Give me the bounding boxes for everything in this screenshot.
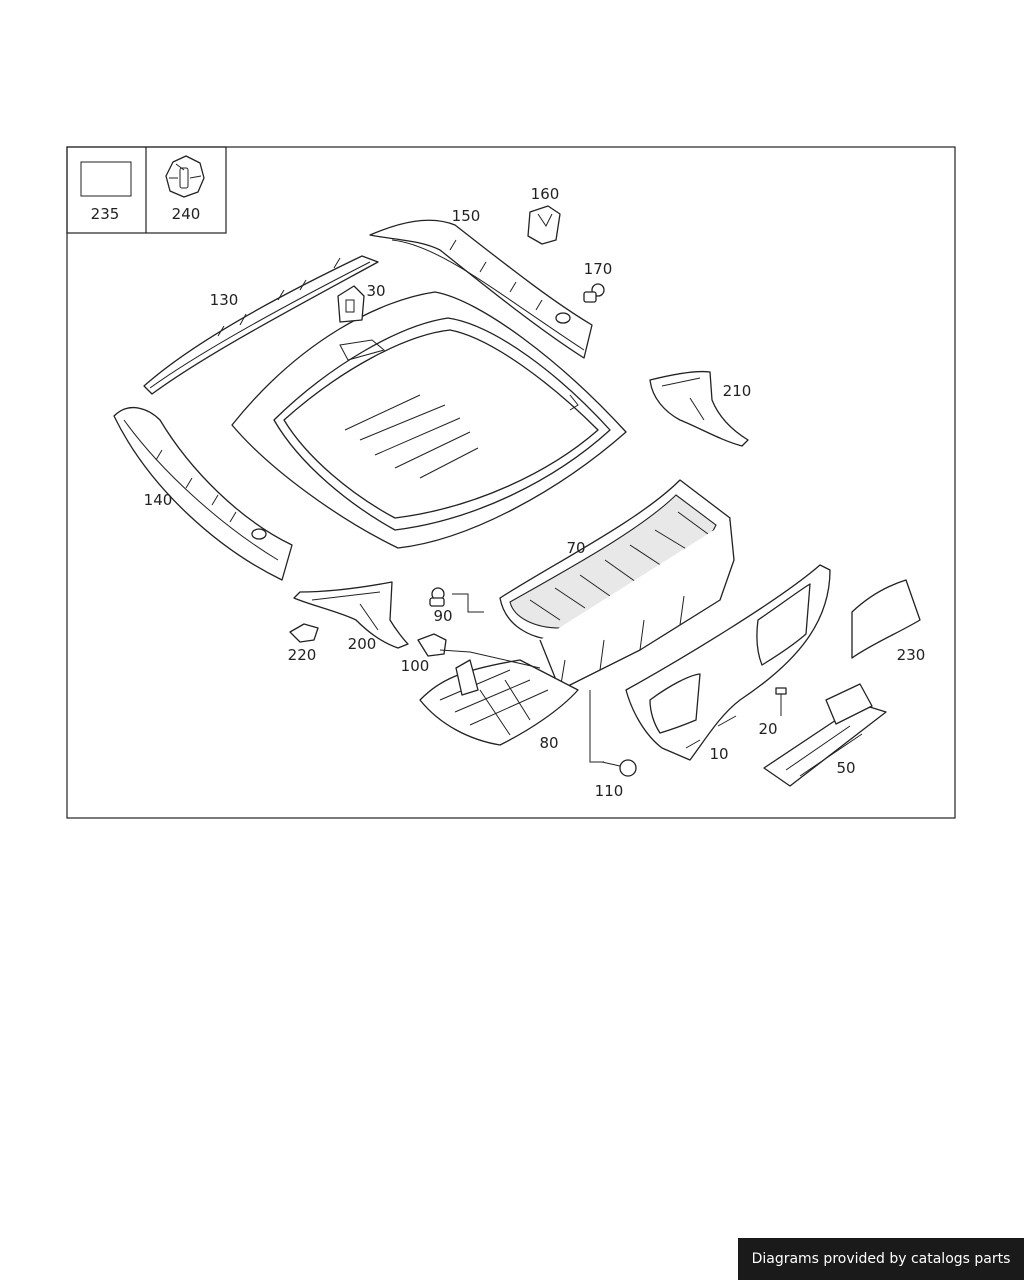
part-230-panel bbox=[851, 579, 921, 659]
part-10-panel bbox=[625, 564, 831, 761]
part-110-screw bbox=[601, 759, 637, 777]
part-220-pin bbox=[289, 623, 319, 643]
part-130-rail bbox=[143, 255, 379, 395]
part-30-bracket bbox=[337, 285, 365, 323]
part-210-trim bbox=[649, 370, 749, 447]
part-140-rail bbox=[113, 406, 293, 581]
label-part-220: 220 bbox=[288, 646, 317, 664]
part-100-clip bbox=[417, 633, 447, 657]
legend-240-clip-icon bbox=[165, 155, 205, 198]
label-part-150: 150 bbox=[452, 207, 481, 225]
diagram-frame bbox=[66, 146, 956, 819]
label-part-100: 100 bbox=[401, 657, 430, 675]
legend-label-235: 235 bbox=[91, 205, 120, 223]
label-part-110: 110 bbox=[595, 782, 624, 800]
label-part-20: 20 bbox=[758, 720, 777, 738]
label-part-30: 30 bbox=[366, 282, 385, 300]
legend-box: 235 240 bbox=[66, 146, 227, 234]
credit-banner[interactable]: Diagrams provided by catalogs parts bbox=[738, 1238, 1024, 1280]
label-part-70: 70 bbox=[566, 539, 585, 557]
part-80-tray bbox=[419, 659, 579, 746]
part-160-clip bbox=[527, 205, 561, 245]
label-part-140: 140 bbox=[144, 491, 173, 509]
label-part-160: 160 bbox=[531, 185, 560, 203]
part-70-shelf bbox=[499, 479, 735, 691]
rear-window-frame bbox=[231, 291, 627, 549]
part-150-rail bbox=[369, 219, 593, 359]
legend-235-swatch-icon bbox=[80, 161, 132, 197]
label-part-130: 130 bbox=[210, 291, 239, 309]
part-170-screw bbox=[583, 283, 605, 303]
part-90-screw bbox=[429, 587, 445, 607]
legend-label-240: 240 bbox=[172, 205, 201, 223]
label-part-10: 10 bbox=[709, 745, 728, 763]
part-200-trim bbox=[293, 581, 409, 649]
leader-lines bbox=[439, 593, 737, 763]
label-part-230: 230 bbox=[897, 646, 926, 664]
label-part-200: 200 bbox=[348, 635, 377, 653]
label-part-80: 80 bbox=[539, 734, 558, 752]
part-50-handle bbox=[763, 683, 887, 787]
part-20-screw bbox=[775, 687, 787, 716]
label-part-170: 170 bbox=[584, 260, 613, 278]
label-part-50: 50 bbox=[836, 759, 855, 777]
label-part-210: 210 bbox=[723, 382, 752, 400]
label-part-90: 90 bbox=[433, 607, 452, 625]
